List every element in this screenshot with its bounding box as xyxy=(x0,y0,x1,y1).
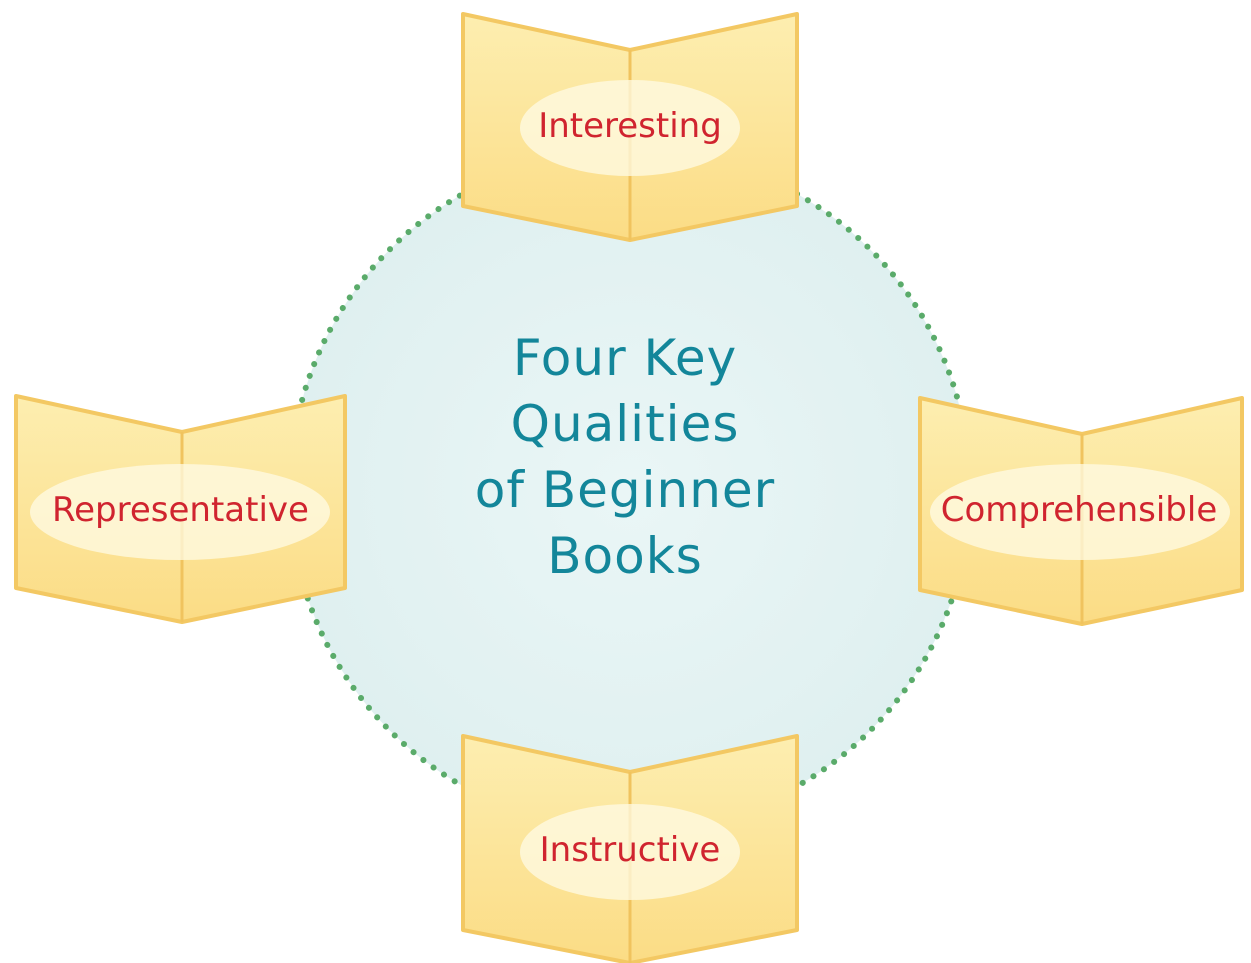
quality-label-top: Interesting xyxy=(538,106,722,146)
open-book-icon xyxy=(461,12,799,242)
open-book-icon xyxy=(461,734,799,963)
book-left: Representative xyxy=(8,390,353,626)
book-top: Interesting xyxy=(455,8,805,244)
open-book-icon xyxy=(14,394,347,624)
center-title-line-2: Qualities xyxy=(510,395,740,453)
center-title: Four Key Qualities of Beginner Books xyxy=(400,325,850,589)
center-title-line-3: of Beginner xyxy=(474,461,776,519)
quality-label-right: Comprehensible xyxy=(940,490,1218,530)
center-title-line-4: Books xyxy=(547,527,703,585)
quality-label-bottom: Instructive xyxy=(539,830,721,870)
book-right: Comprehensible xyxy=(912,392,1246,628)
open-book-icon xyxy=(918,396,1244,626)
center-title-line-1: Four Key xyxy=(512,329,738,387)
book-bottom: Instructive xyxy=(455,730,805,963)
quality-label-left: Representative xyxy=(52,490,309,530)
